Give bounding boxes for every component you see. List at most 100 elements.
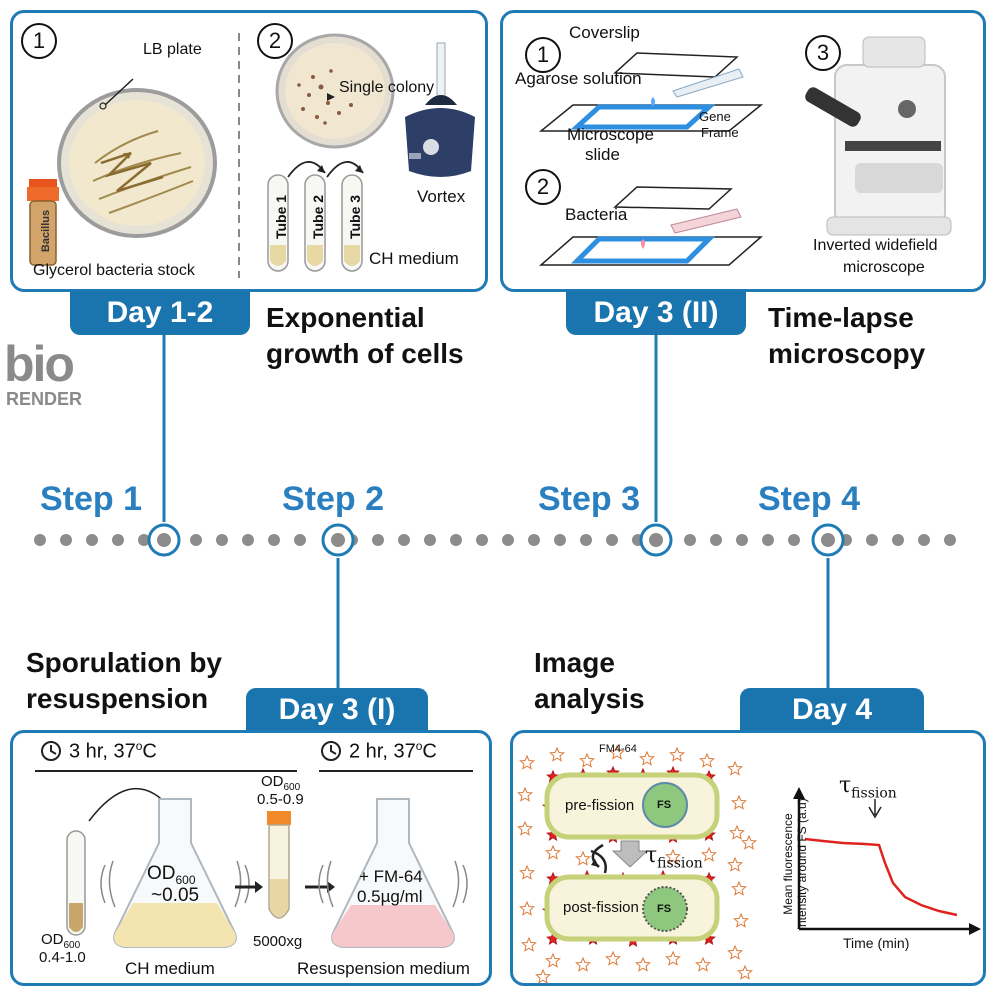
timeline-dot — [528, 534, 540, 546]
tau-fission-cells-label: τfission — [645, 843, 703, 871]
fs-label-pre: FS — [657, 799, 672, 811]
fm-dye-star — [731, 794, 747, 810]
od-flask-label: OD600 — [147, 863, 196, 887]
microscope-slide-label-line1: Microscope — [567, 125, 654, 144]
degree-sup-1: o — [135, 739, 143, 753]
logo-bio: bio — [4, 336, 75, 392]
timeline-dot — [554, 534, 566, 546]
timeline-dot — [606, 534, 618, 546]
day3-microscopy-title-line1: Time-lapse — [768, 302, 914, 333]
day4-tab: Day 4 — [740, 688, 924, 732]
timeline-dot — [762, 534, 774, 546]
fm-dye-star — [605, 950, 621, 966]
fm-dye-star — [517, 786, 533, 802]
od-tube-value: 0.4-1.0 — [39, 949, 86, 966]
day4-title-line2: analysis — [534, 683, 645, 714]
timeline-dot — [112, 534, 124, 546]
fm-dye-star — [575, 956, 591, 972]
fm-dye-star — [731, 880, 747, 896]
tau-symbol-chart: τ — [839, 773, 852, 798]
timeline-dot — [866, 534, 878, 546]
timeline-dot — [34, 534, 46, 546]
fs-label-post: FS — [657, 903, 672, 915]
single-colony-illustration — [267, 33, 475, 272]
timeline-dot — [450, 534, 462, 546]
day12-panel: 1 2 Bacillus LB plate Glycerol bacteria … — [10, 10, 488, 292]
ch-medium-label-day12: CH medium — [369, 249, 459, 268]
timeline-dot — [294, 534, 306, 546]
fm-dye-star — [729, 824, 745, 840]
od-tube-label: OD600 — [41, 931, 80, 951]
day4-panel: FM4-64 pre-fission post-fission FS FS τf… — [510, 730, 986, 986]
day12-step-1-number: 1 — [21, 23, 57, 59]
od-tube-sub: 600 — [63, 940, 81, 951]
frame-label: Frame — [701, 125, 739, 140]
fm-dye-star — [519, 900, 535, 916]
microscopy-step-3-number: 3 — [805, 35, 841, 71]
y-axis-label-line1: Mean fluorescence — [781, 813, 795, 915]
day3-microscopy-panel: 1 2 3 Coverslip Agarose solution Gene Fr… — [500, 10, 986, 292]
day12-title-line2: growth of cells — [266, 338, 464, 369]
day4-title-line1: Image — [534, 647, 615, 678]
od-flask-sub: 600 — [175, 872, 196, 887]
day3-microscopy-title-line2: microscopy — [768, 338, 926, 369]
ch-medium-label-day3: CH medium — [125, 959, 215, 978]
lb-plate-label: LB plate — [143, 41, 202, 58]
pre-fission-label: pre-fission — [565, 797, 635, 814]
fm-dye-star — [727, 944, 743, 960]
timeline-dot — [502, 534, 514, 546]
fm64-concentration: 0.5µg/ml — [357, 887, 423, 906]
timeline-dot — [476, 534, 488, 546]
resuspension-medium-label: Resuspension medium — [297, 959, 470, 978]
tube1-label: Tube 1 — [273, 194, 290, 240]
fm-dye-star — [549, 746, 565, 762]
fm-dye-star — [665, 950, 681, 966]
od-falcon-sub: 600 — [283, 782, 301, 793]
tau-fission-chart-label: τfission — [839, 773, 897, 801]
timeline-dot — [268, 534, 280, 546]
day12-tab: Day 1-2 — [70, 291, 250, 335]
fm-dye-star — [545, 952, 561, 968]
y-axis-label-line2: intensity around FS (a.u) — [795, 798, 809, 930]
fm-dye-star — [699, 752, 715, 768]
celsius-2: C — [422, 740, 437, 763]
step-2-marker-dot — [331, 533, 345, 547]
day3-sporulation-panel: 3 hr, 37oC 2 hr, 37oC OD600 0.4-1.0 OD60… — [10, 730, 492, 986]
timeline-dot — [190, 534, 202, 546]
fm-dye-star — [609, 744, 625, 760]
timeline-dot — [580, 534, 592, 546]
day3-microscopy-tab: Day 3 (II) — [566, 291, 746, 335]
od-falcon-prefix: OD — [261, 773, 284, 790]
tau-sub-chart: fission — [851, 785, 897, 802]
fm-dye-star — [517, 820, 533, 836]
slide-preparation-illustration — [538, 36, 952, 266]
fission-cells-illustration — [517, 744, 981, 984]
timeline-dot — [86, 534, 98, 546]
timeline-dot — [60, 534, 72, 546]
bacteria-label: Bacteria — [565, 205, 628, 224]
step-3-label: Step 3 — [538, 480, 641, 518]
fluorescence-curve — [804, 837, 958, 917]
step-4-marker-dot — [821, 533, 835, 547]
celsius-1: C — [142, 740, 157, 763]
timeline-dot — [710, 534, 722, 546]
post-fission-label: post-fission — [563, 899, 639, 916]
timeline-dot — [944, 534, 956, 546]
fm-dye-star — [741, 834, 757, 850]
microscopy-step-1-number: 1 — [525, 37, 561, 73]
tau-symbol-cells: τ — [645, 843, 658, 868]
fm-dye-star — [669, 746, 685, 762]
day12-step-2-number: 2 — [257, 23, 293, 59]
single-colony-label: Single colony — [339, 79, 435, 96]
degree-sup-2: o — [415, 739, 423, 753]
fm-dye-star — [695, 956, 711, 972]
fm-dye-star — [579, 752, 595, 768]
sporulation-illustration — [35, 741, 473, 948]
fm64-label: + FM-64 — [359, 867, 423, 886]
glycerol-stock-label: Glycerol bacteria stock — [33, 262, 195, 279]
fm-dye-star — [519, 864, 535, 880]
timeline-dot — [684, 534, 696, 546]
x-axis-label: Time (min) — [843, 935, 910, 951]
day3-sporulation-title-line2: resuspension — [26, 683, 209, 714]
microscope-label-line2: microscope — [843, 259, 925, 276]
